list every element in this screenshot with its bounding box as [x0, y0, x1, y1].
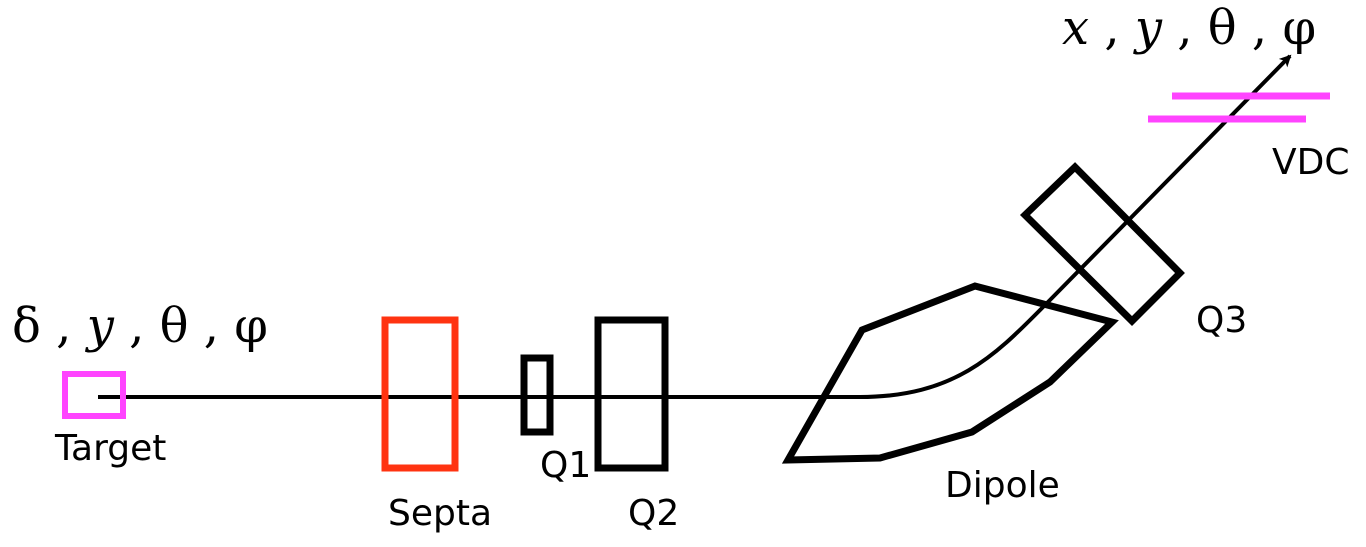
coord-phi-out: φ — [1282, 0, 1316, 56]
dipole-label: Dipole — [945, 465, 1060, 506]
q3-label: Q3 — [1196, 300, 1247, 341]
septa-label: Septa — [388, 493, 492, 534]
coord-x: x — [1062, 0, 1089, 56]
q1-label: Q1 — [540, 445, 591, 486]
septa-magnet — [381, 316, 459, 472]
vdc-label: VDC — [1272, 142, 1349, 183]
coord-y-out: y — [1133, 0, 1163, 56]
q2-quadrupole — [594, 316, 669, 472]
coord-theta-out: θ — [1208, 0, 1237, 56]
target-coordinates: δ , y , θ , φ — [12, 298, 268, 354]
target-box — [62, 371, 126, 419]
beam-trajectory — [98, 54, 1292, 399]
q1-quadrupole — [520, 354, 554, 436]
dipole-magnet — [781, 282, 1119, 464]
coord-delta: δ — [12, 298, 41, 354]
coord-theta: θ — [160, 298, 189, 354]
q3-quadrupole — [1019, 162, 1185, 326]
target-label: Target — [54, 428, 166, 469]
coord-phi: φ — [234, 298, 268, 354]
q2-label: Q2 — [628, 493, 679, 534]
coord-y: y — [85, 298, 115, 354]
focal-plane-coordinates: x , y , θ , φ — [1062, 0, 1316, 56]
